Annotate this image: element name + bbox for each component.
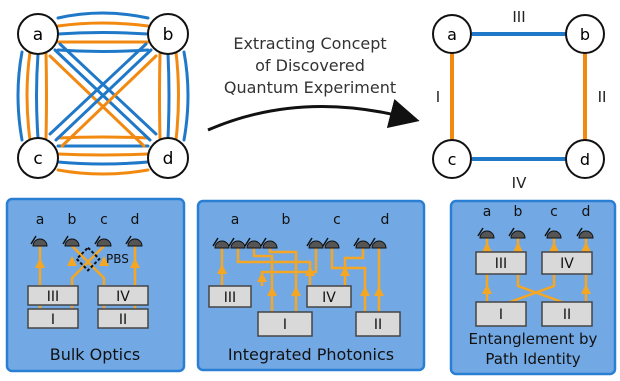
transform-arrow — [207, 98, 420, 132]
path-title-line-2: Path Identity — [485, 350, 580, 368]
concept-graph: III IV I II a b c d — [432, 8, 607, 192]
concept-node-d: d — [565, 139, 605, 179]
caption-line-3: Quantum Experiment — [224, 78, 396, 97]
int-source-IV: IV — [322, 290, 336, 306]
path-detector-label-b: b — [514, 204, 523, 220]
bulk-sources: III IV I II — [27, 285, 149, 329]
path-source-IV: IV — [560, 256, 574, 272]
path-detector-label-c: c — [550, 204, 558, 220]
bulk-title: Bulk Optics — [50, 345, 141, 364]
edge-label-top: III — [512, 8, 525, 26]
int-detector-label-a: a — [231, 212, 240, 228]
node-d: d — [147, 137, 189, 179]
bulk-detector-label-c: c — [100, 212, 108, 228]
bulk-arrowheads — [35, 256, 140, 268]
bulk-detector-label-d: d — [131, 212, 140, 228]
int-source-III: III — [224, 290, 236, 306]
path-detector-label-d: d — [582, 204, 591, 220]
node-b: b — [147, 13, 189, 55]
panel-bulk-optics: a b c d PBS — [5, 197, 186, 373]
bulk-source-III: III — [47, 289, 59, 305]
pbs-label: PBS — [106, 252, 129, 266]
panel-path-identity: a b c d — [449, 199, 617, 376]
node-label-b: b — [163, 25, 174, 45]
int-detector-label-d: d — [381, 212, 390, 228]
int-source-II: II — [374, 317, 382, 333]
int-detector-label-c: c — [333, 212, 341, 228]
bulk-source-II: II — [119, 312, 127, 328]
path-detectors — [477, 227, 594, 239]
int-detector-label-b: b — [282, 212, 291, 228]
path-source-III: III — [495, 256, 507, 272]
caption: Extracting Concept of Discovered Quantum… — [224, 34, 396, 97]
concept-node-label-a: a — [447, 25, 457, 44]
path-title-line-1: Entanglement by — [469, 330, 598, 348]
full-graph: a b c d — [16, 11, 190, 179]
node-c: c — [17, 137, 59, 179]
concept-node-label-c: c — [448, 150, 457, 169]
node-label-c: c — [33, 149, 42, 169]
bulk-detector-label-a: a — [36, 212, 45, 228]
caption-line-2: of Discovered — [255, 56, 365, 75]
concept-node-label-d: d — [580, 150, 590, 169]
concept-node-c: c — [432, 139, 472, 179]
int-source-I: I — [283, 317, 287, 333]
concept-node-b: b — [565, 14, 605, 54]
bulk-detector-label-b: b — [68, 212, 77, 228]
edge-label-bottom: IV — [512, 174, 527, 192]
int-detectors — [212, 237, 387, 249]
path-arrowheads — [482, 242, 591, 294]
node-label-a: a — [33, 25, 43, 45]
caption-line-1: Extracting Concept — [233, 34, 386, 53]
path-sources: III IV I II — [475, 251, 593, 327]
node-a: a — [17, 13, 59, 55]
concept-node-label-b: b — [580, 25, 590, 44]
panel-integrated-photonics: a b c d — [196, 199, 426, 372]
int-arrowheads — [217, 264, 384, 296]
bulk-source-IV: IV — [116, 289, 130, 305]
bulk-source-I: I — [51, 312, 55, 328]
path-source-I: I — [499, 307, 503, 323]
full-graph-edges — [16, 11, 190, 176]
concept-node-a: a — [432, 14, 472, 54]
integrated-title: Integrated Photonics — [228, 345, 394, 364]
bulk-detectors — [30, 235, 143, 247]
int-sources: III IV I II — [208, 285, 401, 337]
path-source-II: II — [563, 307, 571, 323]
path-detector-label-a: a — [483, 204, 492, 220]
edge-label-right: II — [598, 88, 607, 106]
edge-label-left: I — [436, 88, 440, 106]
node-label-d: d — [163, 149, 174, 169]
